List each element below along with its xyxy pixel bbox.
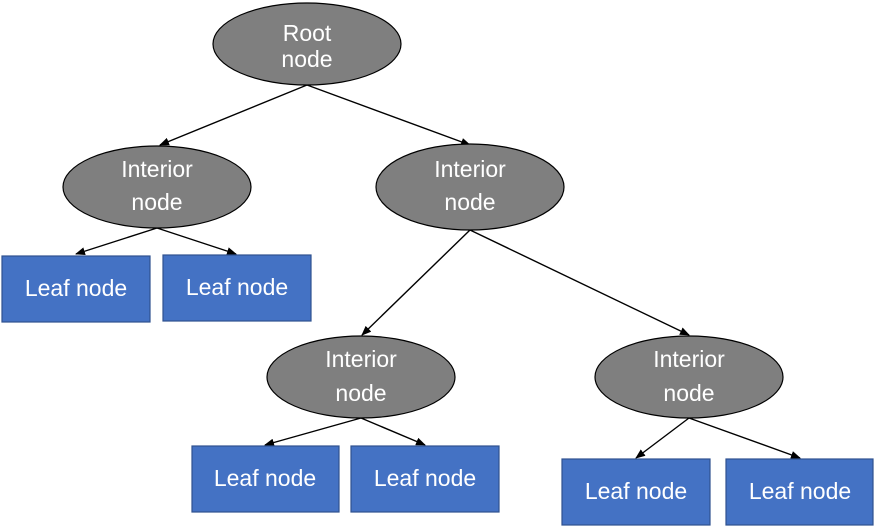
interior-node-c-label-line2: node [335, 380, 386, 406]
interior-node-a: Interior node [62, 145, 252, 229]
leaf-node-2-label: Leaf node [186, 274, 288, 300]
leaf-node-5-label: Leaf node [585, 478, 687, 504]
interior-node-a-label-line1: Interior [121, 156, 193, 182]
interior-node-a-label-line2: node [131, 189, 182, 215]
edge-interior-c-to-leaf-4 [360, 417, 426, 446]
leaf-node-6: Leaf node [725, 458, 874, 526]
edge-root-to-interior-b [306, 84, 471, 146]
interior-node-b: Interior node [375, 143, 565, 231]
edge-interior-d-to-leaf-6 [688, 417, 801, 459]
interior-node-c-label-line1: Interior [325, 346, 397, 372]
edge-interior-a-to-leaf-1 [75, 227, 158, 256]
leaf-node-3-label: Leaf node [214, 465, 316, 491]
leaf-node-4: Leaf node [350, 445, 500, 513]
edge-interior-a-to-leaf-2 [156, 227, 237, 255]
interior-node-c: Interior node [266, 335, 456, 419]
root-node-label-line1: Root [283, 20, 332, 46]
edge-interior-b-to-interior-c [361, 229, 471, 336]
leaf-node-6-label: Leaf node [749, 478, 851, 504]
leaf-node-3: Leaf node [191, 445, 340, 513]
leaf-node-1-label: Leaf node [25, 275, 127, 301]
edge-root-to-interior-a [159, 84, 308, 146]
leaf-node-1: Leaf node [1, 255, 151, 323]
interior-node-b-label-line2: node [444, 189, 495, 215]
interior-node-d: Interior node [594, 335, 784, 419]
edge-interior-d-to-leaf-5 [635, 417, 690, 459]
leaf-node-4-label: Leaf node [374, 465, 476, 491]
interior-node-d-label-line2: node [663, 380, 714, 406]
leaf-node-2: Leaf node [162, 254, 312, 322]
root-node: Root node [212, 2, 402, 86]
edge-interior-b-to-interior-d [469, 229, 690, 336]
interior-node-b-label-line1: Interior [434, 156, 506, 182]
root-node-label-line2: node [281, 46, 332, 72]
interior-node-d-label-line1: Interior [653, 346, 725, 372]
leaf-node-5: Leaf node [561, 458, 711, 526]
edge-interior-c-to-leaf-3 [264, 417, 362, 447]
edges [75, 84, 801, 459]
